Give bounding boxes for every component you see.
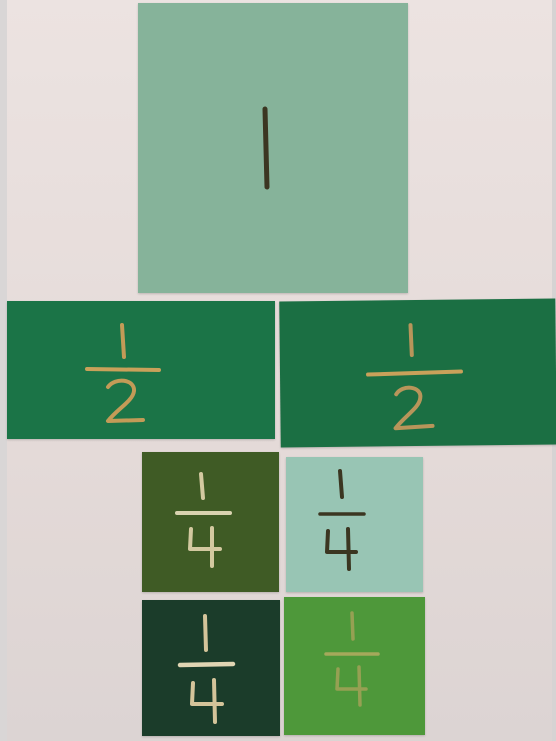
quarter-card-4: 1: [284, 597, 425, 735]
whole-card: 1: [138, 3, 408, 293]
half-left-handwriting: [7, 301, 275, 439]
half-card-right: 1: [279, 299, 556, 448]
half-card-left: 1: [7, 301, 275, 439]
quarter-2-handwriting: [286, 457, 423, 592]
quarter-card-3: 1: [142, 600, 280, 736]
quarter-card-1: 1: [142, 452, 279, 592]
quarter-1-handwriting: [142, 452, 279, 592]
quarter-3-handwriting: [142, 600, 280, 736]
quarter-card-2: 1: [286, 457, 423, 592]
whole-card-handwriting: [138, 3, 408, 293]
photo-border-left: [0, 0, 7, 741]
half-right-handwriting: [279, 299, 556, 448]
quarter-4-handwriting: [284, 597, 425, 735]
